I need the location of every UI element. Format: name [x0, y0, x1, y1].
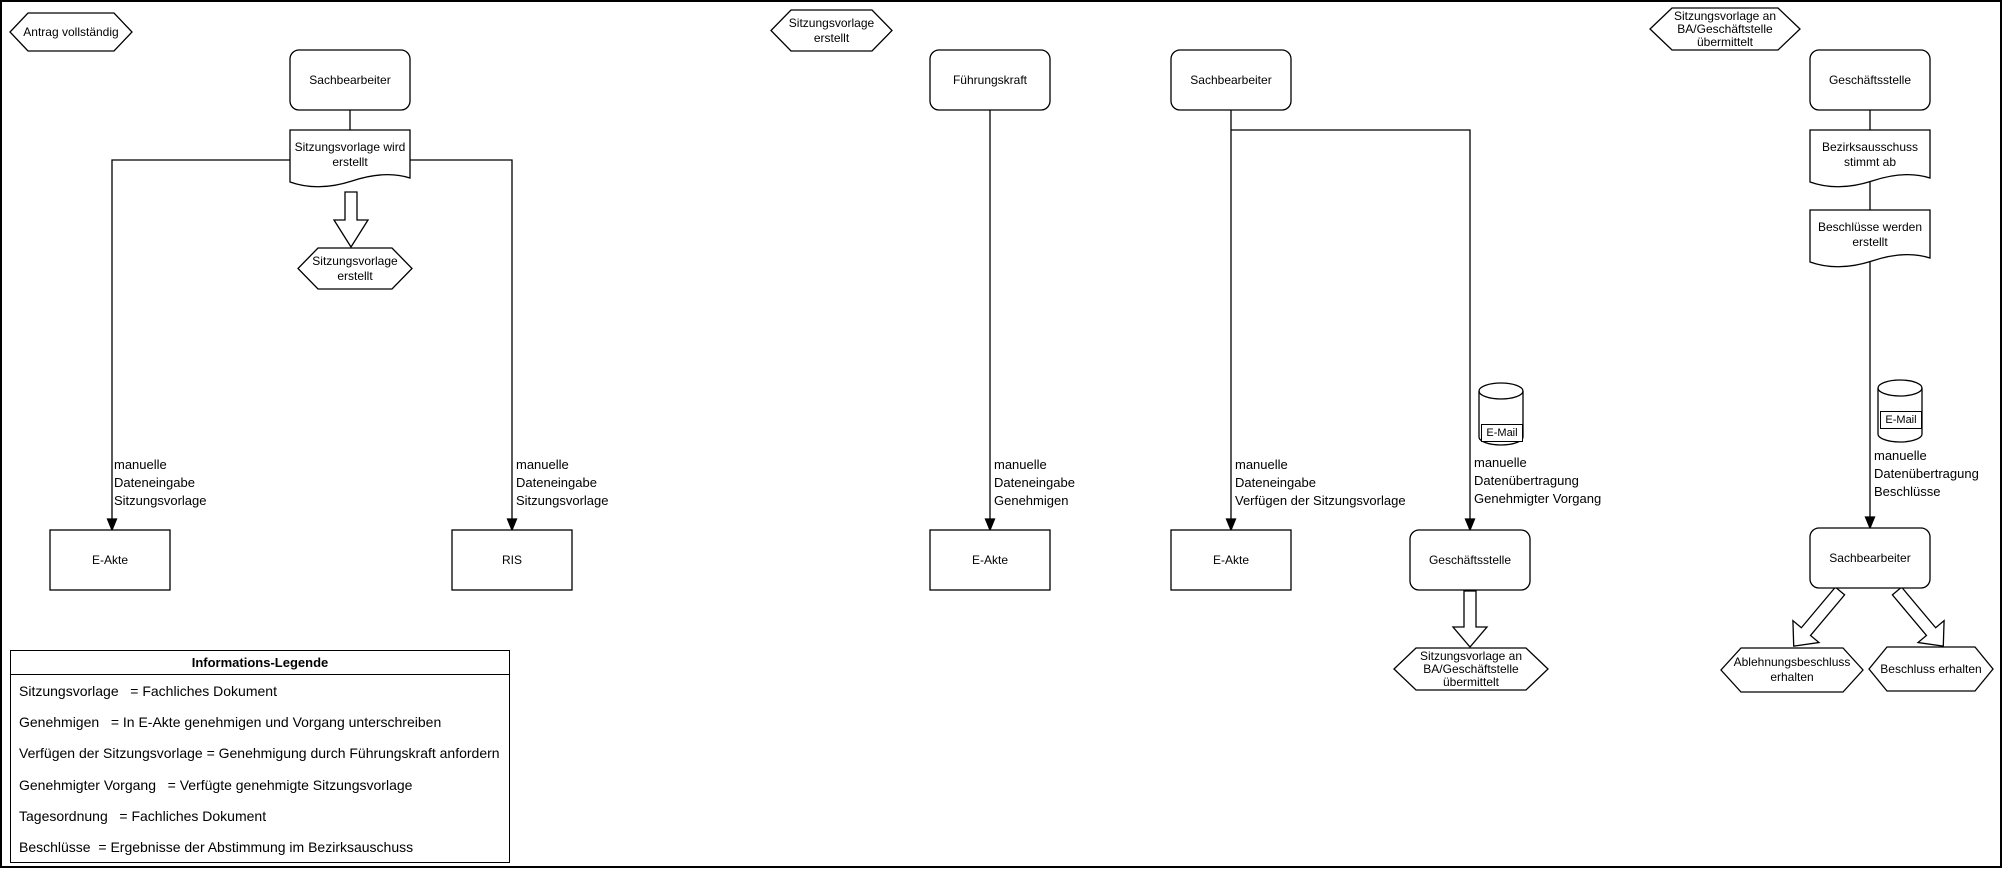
- document-beschluesse-werden-erstellt-shape: [1809, 209, 1931, 268]
- document-beschluesse-werden-erstellt-label: Beschlüsse werden erstellt: [1817, 220, 1923, 249]
- event-uebermittelt-top-shape: [1649, 7, 1801, 51]
- role-fuehrungskraft-label: Führungskraft: [952, 72, 1028, 87]
- event-sitzungsvorlage-erstellt-inline-label: Sitzungsvorlage erstellt: [312, 253, 398, 283]
- role-sachbearbeiter-3-shape: [1809, 527, 1931, 589]
- edge-label-e-akte-1: manuelle Dateneingabe Sitzungsvorlage: [114, 457, 207, 508]
- role-sachbearbeiter-1-shape: [289, 49, 411, 111]
- system-e-akte-3-label: E-Akte: [1212, 552, 1249, 567]
- document-sitzungsvorlage-wird-erstellt-shape: [289, 129, 411, 188]
- edge-label-genehmigen: manuelle Dateneingabe Genehmigen: [994, 457, 1075, 508]
- connector-sachbearbeiter2-to-geschaeftsstelle: [1231, 129, 1471, 519]
- connector-document-to-eakte1: [111, 159, 290, 519]
- legend-rows: Sitzungsvorlage = Fachliches Dokument Ge…: [11, 675, 509, 863]
- system-e-akte-1-shape: [49, 529, 171, 591]
- role-sachbearbeiter-2-shape: [1170, 49, 1292, 111]
- role-geschaeftsstelle-2-shape: [1809, 49, 1931, 111]
- system-e-akte-1-label: E-Akte: [91, 552, 128, 567]
- event-uebermittelt-bottom-label: Sitzungsvorlage an BA/Geschäftstelle übe…: [1419, 648, 1523, 689]
- role-sachbearbeiter-1-label: Sachbearbeiter: [309, 72, 391, 87]
- datastore-e-mail-2-label: E-Mail: [1880, 411, 1922, 429]
- legend-row-beschluesse: Beschlüsse = Ergebnisse der Abstimmung i…: [19, 839, 414, 856]
- arrowhead-eakte1: [106, 518, 118, 532]
- legend-row-sitzungsvorlage: Sitzungsvorlage = Fachliches Dokument: [19, 682, 277, 699]
- block-arrow-document-to-event: [332, 191, 370, 249]
- event-uebermittelt-bottom-shape: [1393, 647, 1549, 691]
- system-e-akte-2-shape: [929, 529, 1051, 591]
- document-bezirksausschuss-stimmt-ab-shape: [1809, 129, 1931, 188]
- role-sachbearbeiter-2-label: Sachbearbeiter: [1190, 72, 1272, 87]
- arrowhead-eakte3: [1225, 518, 1237, 532]
- system-e-akte-3-shape: [1170, 529, 1292, 591]
- event-beschluss-erhalten-label: Beschluss erhalten: [1880, 661, 1982, 676]
- datastore-e-mail-1-label: E-Mail: [1481, 424, 1523, 442]
- arrowhead-ris: [506, 518, 518, 532]
- legend-title: Informations-Legende: [11, 651, 509, 675]
- arrowhead-geschaeftsstelle: [1464, 518, 1476, 532]
- role-fuehrungskraft-shape: [929, 49, 1051, 111]
- system-ris-shape: [451, 529, 573, 591]
- system-ris-label: RIS: [501, 552, 522, 567]
- legend-row-genehmigen: Genehmigen = In E-Akte genehmigen und Vo…: [19, 713, 442, 730]
- block-arrow-to-beschluss: [1891, 586, 1945, 647]
- role-geschaeftsstelle-1-shape: [1409, 529, 1531, 591]
- role-geschaeftsstelle-2-label: Geschäftsstelle: [1828, 72, 1912, 87]
- event-sitzungsvorlage-erstellt-top-label: Sitzungsvorlage erstellt: [788, 15, 875, 45]
- event-antrag-vollstaendig-label: Antrag vollständig: [23, 24, 119, 39]
- event-beschluss-erhalten-shape: [1868, 646, 1994, 692]
- event-ablehnungsbeschluss-label: Ablehnungsbeschluss erhalten: [1733, 655, 1851, 684]
- event-sitzungsvorlage-erstellt-top-shape: [770, 9, 893, 52]
- system-e-akte-2-label: E-Akte: [971, 552, 1008, 567]
- block-arrow-geschaeftsstelle-to-event: [1451, 590, 1489, 649]
- arrowhead-sachbearbeiter3: [1864, 516, 1876, 530]
- legend-box: Informations-Legende Sitzungsvorlage = F…: [10, 650, 510, 863]
- legend-row-verfuegen: Verfügen der Sitzungsvorlage = Genehmigu…: [19, 745, 500, 762]
- block-arrow-to-ablehnungsbeschluss: [1792, 586, 1846, 647]
- event-antrag-vollstaendig-shape: [9, 12, 133, 52]
- arrowhead-eakte2: [984, 518, 996, 532]
- edge-label-genehmigter-vorgang: manuelle Datenübertragung Genehmigter Vo…: [1474, 455, 1602, 506]
- event-uebermittelt-top-label: Sitzungsvorlage an BA/Geschäftstelle übe…: [1673, 8, 1777, 49]
- event-ablehnungsbeschluss-shape: [1720, 647, 1864, 693]
- event-sitzungsvorlage-erstellt-inline-shape: [297, 247, 413, 290]
- document-sitzungsvorlage-wird-erstellt-label: Sitzungsvorlage wird erstellt: [294, 140, 406, 169]
- role-geschaeftsstelle-1-label: Geschäftsstelle: [1428, 552, 1512, 567]
- connector-document-to-ris: [410, 159, 513, 519]
- edge-label-ris: manuelle Dateneingabe Sitzungsvorlage: [516, 457, 609, 508]
- edge-label-verfuegen: manuelle Dateneingabe Verfügen der Sitzu…: [1235, 457, 1406, 508]
- legend-row-genehmigter-vorgang: Genehmigter Vorgang = Verfügte genehmigt…: [19, 776, 413, 793]
- legend-row-tagesordnung: Tagesordnung = Fachliches Dokument: [19, 807, 267, 824]
- edge-label-beschluesse: manuelle Datenübertragung Beschlüsse: [1874, 448, 1979, 499]
- role-sachbearbeiter-3-label: Sachbearbeiter: [1829, 550, 1911, 565]
- document-bezirksausschuss-stimmt-ab-label: Bezirksausschuss stimmt ab: [1821, 140, 1919, 169]
